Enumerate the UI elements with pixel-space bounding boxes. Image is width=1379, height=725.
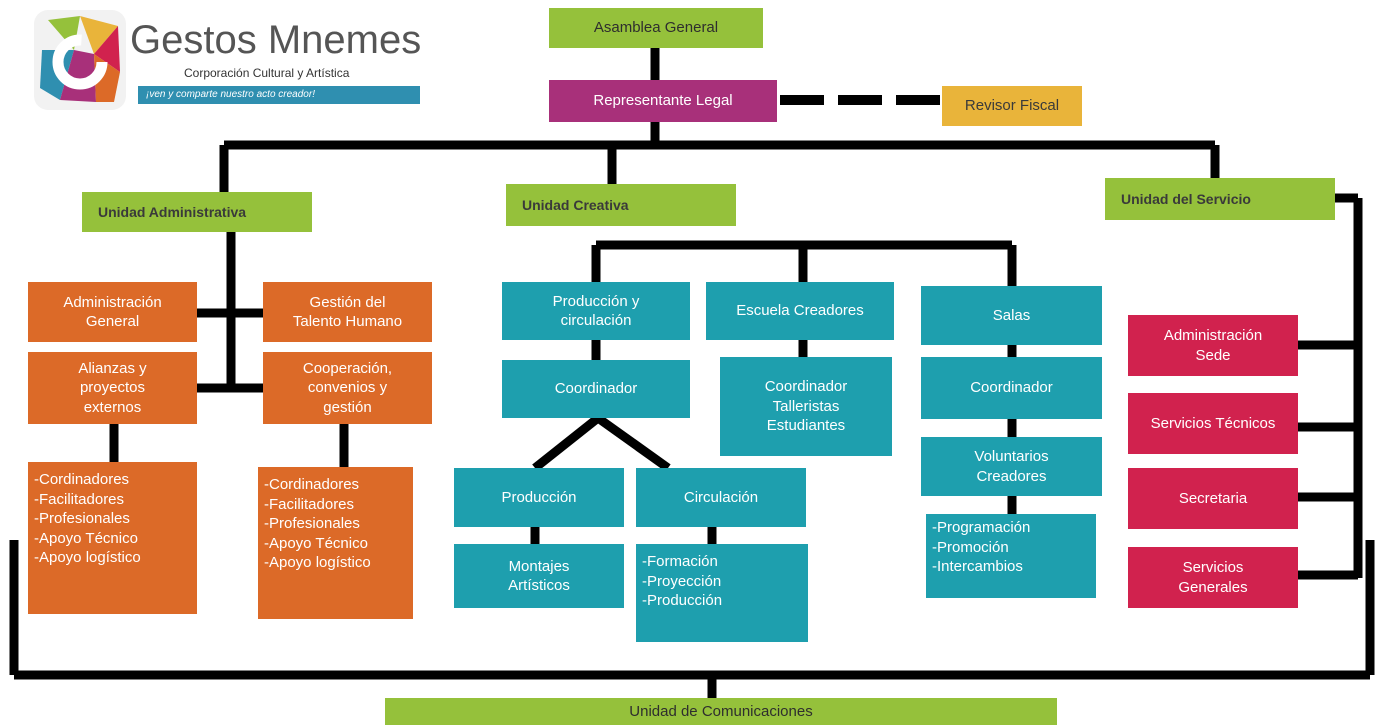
coordinador-pc-box: Coordinador xyxy=(502,360,690,418)
salas-coordinador-box: Coordinador xyxy=(921,357,1102,419)
revisor-fiscal-box: Revisor Fiscal xyxy=(942,86,1082,126)
staff-list-left: -Cordinadores -Facilitadores -Profesiona… xyxy=(28,462,197,614)
staff-list-right: -Cordinadores -Facilitadores -Profesiona… xyxy=(258,467,413,619)
escuela-coordinador-box: Coordinador Talleristas Estudiantes xyxy=(720,357,892,456)
salas-box: Salas xyxy=(921,286,1102,345)
secretaria-box: Secretaria xyxy=(1128,468,1298,529)
unidad-servicio-box: Unidad del Servicio xyxy=(1105,178,1335,220)
logo-subtitle: Corporación Cultural y Artística xyxy=(184,66,350,80)
administracion-general-box: Administración General xyxy=(28,282,197,342)
gestion-talento-box: Gestión del Talento Humano xyxy=(263,282,432,342)
servicios-tecnicos-box: Servicios Técnicos xyxy=(1128,393,1298,454)
escuela-creadores-box: Escuela Creadores xyxy=(706,282,894,340)
montajes-box: Montajes Artísticos xyxy=(454,544,624,608)
logo-mark-icon xyxy=(34,10,126,110)
unidad-comunicaciones-box: Unidad de Comunicaciones xyxy=(385,698,1057,725)
cooperacion-box: Cooperación, convenios y gestión xyxy=(263,352,432,424)
circulacion-box: Circulación xyxy=(636,468,806,527)
logo: Gestos Mnemes Corporación Cultural y Art… xyxy=(34,10,424,112)
representante-legal-box: Representante Legal xyxy=(549,80,777,122)
administracion-sede-box: Administración Sede xyxy=(1128,315,1298,376)
produccion-circulacion-box: Producción y circulación xyxy=(502,282,690,340)
logo-title: Gestos Mnemes xyxy=(130,18,422,62)
unidad-administrativa-box: Unidad Administrativa xyxy=(82,192,312,232)
produccion-box: Producción xyxy=(454,468,624,527)
voluntarios-box: Voluntarios Creadores xyxy=(921,437,1102,496)
servicios-generales-box: Servicios Generales xyxy=(1128,547,1298,608)
circulacion-items-list: -Formación -Proyección -Producción xyxy=(636,544,808,642)
unidad-creativa-box: Unidad Creativa xyxy=(506,184,736,226)
alianzas-box: Alianzas y proyectos externos xyxy=(28,352,197,424)
salas-items-list: -Programación -Promoción -Intercambios xyxy=(926,514,1096,598)
asamblea-general-box: Asamblea General xyxy=(549,8,763,48)
logo-tagline: ¡ven y comparte nuestro acto creador! xyxy=(138,86,420,104)
